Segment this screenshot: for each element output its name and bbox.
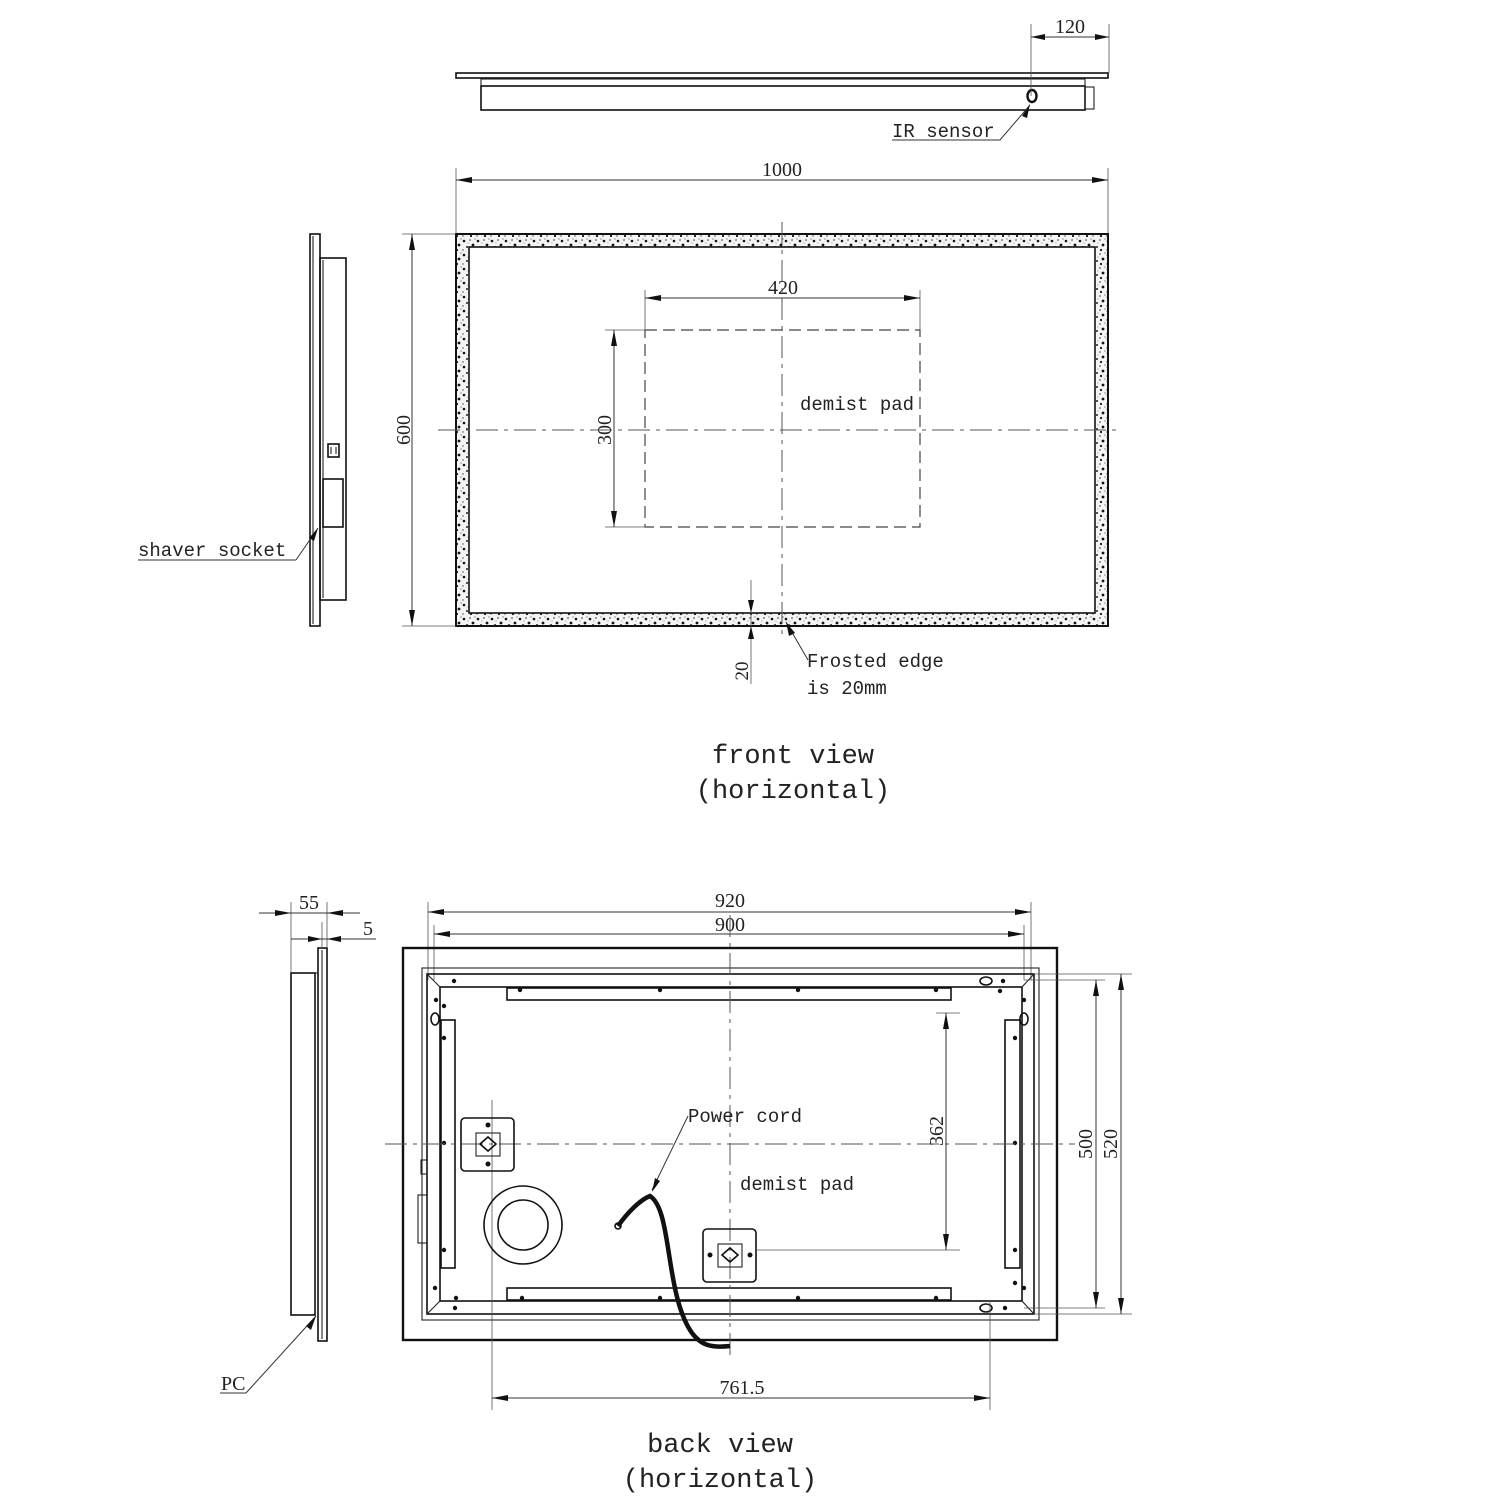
ir-sensor-icon	[1026, 88, 1038, 104]
mounting-bracket-right	[702, 1228, 757, 1283]
top-glass-edge	[455, 72, 1109, 79]
demist-pad-label: demist pad	[800, 394, 914, 416]
power-cord	[616, 1193, 731, 1349]
dim-height-outer: 520	[1100, 1129, 1122, 1159]
frost-note-line1: Frosted edge	[807, 651, 944, 673]
dim-glass: 5	[363, 918, 373, 940]
mounting-bracket-left	[460, 1117, 515, 1172]
screw-dots	[432, 978, 1027, 1311]
shaver-socket-icon	[322, 478, 344, 528]
dim-pad-width: 420	[768, 277, 798, 299]
dim-frost: 20	[732, 662, 753, 681]
dim-height-inner: 500	[1075, 1129, 1097, 1159]
back-view: 920 900	[385, 890, 1132, 1496]
transformer-inner	[497, 1199, 549, 1251]
top-frame-body	[480, 85, 1086, 111]
frost-note-line2: is 20mm	[807, 678, 887, 700]
back-view-subcaption: (horizontal)	[623, 1466, 817, 1496]
dim-depth: 55	[299, 892, 319, 914]
dim-frame-outer: 920	[715, 890, 745, 912]
ir-sensor-label: IR sensor	[892, 121, 995, 143]
side-profile-back: 55 5 PC	[220, 892, 376, 1395]
power-cord-end	[614, 1222, 622, 1230]
power-cord-label: Power cord	[688, 1106, 802, 1128]
dim-width: 1000	[762, 159, 802, 181]
led-strip-top	[506, 987, 952, 1001]
dim-height: 600	[393, 415, 415, 445]
demist-pad-outline	[644, 329, 921, 528]
front-view-caption: front view	[712, 742, 874, 772]
switch-tab	[420, 1159, 428, 1175]
dim-bracket-spacing: 362	[926, 1116, 948, 1146]
switch-icon	[327, 443, 340, 458]
front-view: 1000 600 420 300 demist pad 20	[393, 159, 1120, 807]
pc-label: PC	[221, 1373, 245, 1395]
dim-hook-spacing: 761.5	[720, 1377, 765, 1399]
dim-pad-height: 300	[594, 415, 616, 445]
front-view-subcaption: (horizontal)	[696, 777, 890, 807]
top-switch-box	[1084, 86, 1095, 110]
dim-ir-offset: 120	[1055, 16, 1085, 38]
socket-tab	[417, 1194, 428, 1244]
shaver-socket-label: shaver socket	[138, 540, 286, 562]
transformer-outer	[483, 1185, 563, 1265]
led-strip-bottom	[506, 1287, 952, 1301]
back-demist-pad-label: demist pad	[740, 1174, 854, 1196]
side-profile-front: shaver socket	[138, 233, 347, 627]
top-frame-strip	[480, 78, 1086, 87]
back-view-caption: back view	[647, 1431, 793, 1461]
top-view: 120 IR sensor	[455, 16, 1110, 143]
keyhole-hanger-icons	[430, 976, 1029, 1313]
